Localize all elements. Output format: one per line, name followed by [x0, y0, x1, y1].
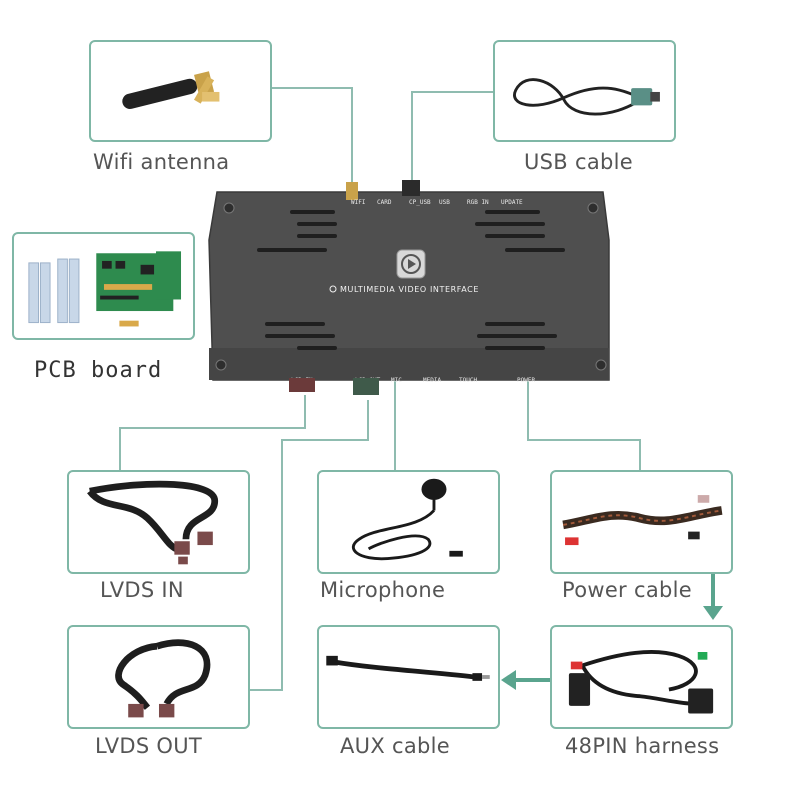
bottom-port-label: MIC: [391, 377, 402, 384]
multimedia-video-interface-box: MULTIMEDIA VIDEO INTERFACE WIFI CARD CP_US…: [208, 180, 610, 395]
bottom-port-label: MEDIA: [423, 377, 441, 384]
usb-cable-label: USB cable: [524, 150, 633, 174]
usb-port: [402, 180, 420, 196]
bottom-port-label: TOUCH: [459, 377, 477, 384]
usb-cable-icon: [513, 78, 660, 116]
harness-48pin-label: 48PIN harness: [565, 734, 720, 758]
lvds-out-connector-line: [250, 400, 369, 691]
lvds-out-panel: [67, 625, 250, 729]
arrow-head-down: [703, 606, 723, 620]
microphone-panel: [317, 470, 500, 574]
pcb-board-panel: [12, 232, 195, 340]
pcb-board-label: PCB board: [34, 358, 163, 383]
aux-cable-icon: [326, 655, 490, 681]
lvds-in-cable-icon: [87, 480, 219, 565]
microphone-icon: [352, 478, 463, 561]
lvds-in-panel: [67, 470, 250, 574]
screw-bottom-right: [595, 359, 607, 371]
usb-cable-panel: [493, 40, 676, 142]
power-connector-line: [527, 375, 641, 470]
aux-cable-panel: [317, 625, 500, 729]
screw-bottom-left: [215, 359, 227, 371]
power-cable-label: Power cable: [562, 578, 692, 602]
play-icon: [396, 249, 426, 279]
top-port-label: CP_USB: [409, 199, 431, 206]
lvds-out-cable-icon: [115, 639, 211, 718]
lcd-out-port: [353, 378, 379, 395]
screw-top-right: [587, 202, 599, 214]
lvds-out-label: LVDS OUT: [95, 734, 203, 758]
aux-cable-label: AUX cable: [340, 734, 450, 758]
pcb-board-icon: [28, 251, 182, 327]
harness-48pin-panel: [550, 625, 733, 729]
harness-48pin-icon: [568, 649, 714, 714]
top-port-label: CARD: [377, 199, 392, 206]
usb-connector-line: [411, 91, 493, 183]
microphone-label: Microphone: [320, 578, 446, 602]
wifi-antenna-icon: [122, 71, 220, 110]
top-port-label: RGB IN: [467, 199, 489, 206]
top-port-label: UPDATE: [501, 199, 523, 206]
wifi-antenna-label: Wifi antenna: [93, 150, 230, 174]
device-title: MULTIMEDIA VIDEO INTERFACE: [340, 285, 479, 294]
wifi-connector-line: [272, 87, 353, 190]
lcd-in-port: [289, 378, 315, 392]
lvds-in-connector-line: [119, 395, 306, 470]
top-port-label: WIFI: [351, 199, 366, 206]
lvds-in-label: LVDS IN: [100, 578, 184, 602]
arrow-head-left: [501, 670, 516, 690]
screw-top-left: [223, 202, 235, 214]
bottom-port-label: POWER: [517, 377, 535, 384]
power-cable-icon: [562, 495, 723, 546]
power-cable-panel: [550, 470, 733, 574]
wifi-antenna-panel: [89, 40, 272, 142]
top-port-label: USB: [439, 199, 450, 206]
wifi-port: [346, 182, 358, 200]
